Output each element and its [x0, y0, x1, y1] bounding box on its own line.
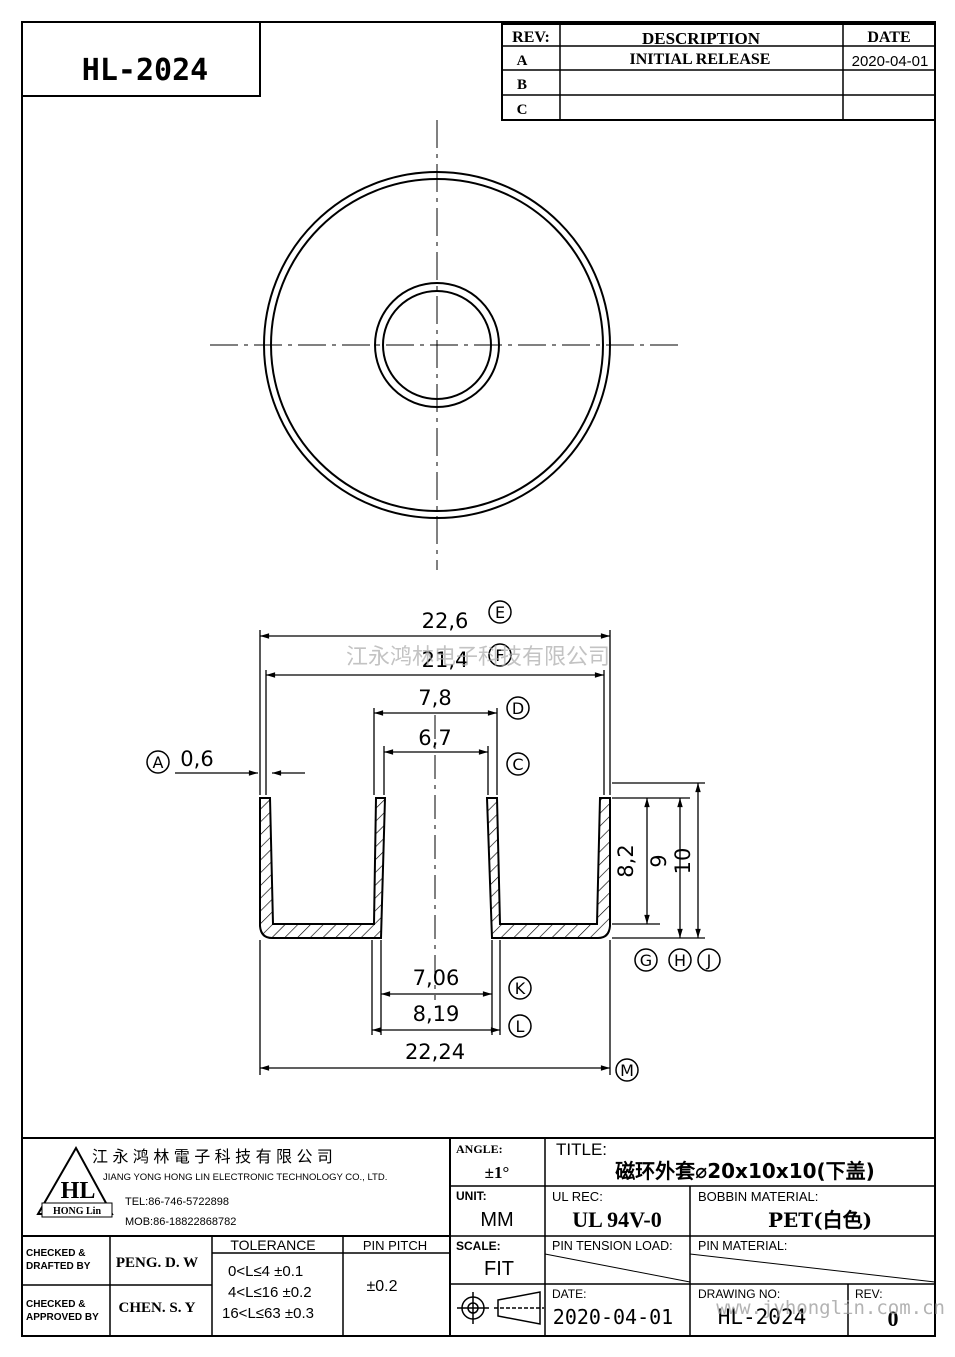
- ulrec-label: UL REC:: [552, 1189, 603, 1204]
- revision-table: REV: DESCRIPTION DATE A INITIAL RELEASE …: [501, 23, 936, 121]
- drawing-no-label: DRAWING NO:: [698, 1287, 780, 1301]
- dim-8-2: 8,2: [614, 844, 638, 877]
- svg-text:F: F: [495, 646, 504, 665]
- outer-frame: [21, 21, 936, 1337]
- date-value: 2020-04-01: [553, 1305, 673, 1329]
- svg-text:G: G: [640, 951, 652, 970]
- logo-honglin-text: HONG Lin: [53, 1206, 102, 1217]
- drawing-no-value: HL-2024: [718, 1305, 807, 1329]
- title-label: TITLE:: [556, 1140, 607, 1159]
- svg-text:K: K: [515, 979, 526, 998]
- balloon-k: K: [508, 976, 532, 1000]
- tolerance-row-1: 0<L≤4 ±0.1: [228, 1263, 303, 1280]
- rev-value: 0: [888, 1306, 899, 1331]
- ulrec-value: UL 94V-0: [572, 1207, 661, 1232]
- svg-text:L: L: [516, 1017, 525, 1036]
- checked-approved-value: CHEN. S. Y: [119, 1300, 196, 1316]
- balloon-h: H: [668, 948, 692, 972]
- rev-row-c: C: [517, 102, 528, 118]
- title-block: [22, 1137, 936, 1336]
- watermark-url: www.jyhonglin.com.cn: [716, 1297, 945, 1319]
- top-view: [210, 120, 678, 570]
- pin-material-label: PIN MATERIAL:: [698, 1239, 787, 1253]
- dimension-lines: [175, 630, 705, 1075]
- svg-text:E: E: [495, 603, 505, 622]
- dim-6-7: 6,7: [418, 726, 451, 750]
- balloon-l: L: [508, 1014, 532, 1038]
- rev-row-a: A: [517, 53, 528, 69]
- scale-label: SCALE:: [456, 1239, 501, 1253]
- tolerance-row-2: 4<L≤16 ±0.2: [228, 1284, 312, 1301]
- description-header: DESCRIPTION: [642, 29, 761, 48]
- dimension-texts: 22,6 21,4 7,8 6,7 0,6 8,2 9 10 7,06 8,19…: [180, 609, 695, 1064]
- dim-22-6: 22,6: [422, 609, 469, 633]
- unit-value: MM: [480, 1209, 513, 1231]
- checked-drafted-label: CHECKED &DRAFTED BY: [26, 1248, 91, 1272]
- checked-drafted-value: PENG. D. W: [116, 1255, 198, 1271]
- balloon-d: D: [506, 696, 530, 720]
- date-label: DATE:: [552, 1287, 586, 1301]
- watermark-company: 江永鸿林电子科技有限公司: [346, 645, 610, 670]
- angle-value: ±1°: [485, 1163, 510, 1182]
- section-view: [259, 715, 611, 1000]
- section-left-wall: [259, 797, 387, 939]
- balloon-j: J: [697, 948, 721, 972]
- pin-tension-label: PIN TENSION LOAD:: [552, 1239, 673, 1253]
- balloon-a: A: [146, 750, 170, 774]
- dim-21-4: 21,4: [422, 648, 469, 672]
- dim-22-24: 22,24: [405, 1040, 465, 1064]
- dim-0-6: 0,6: [180, 747, 213, 771]
- company-mob: MOB:86-18822868782: [125, 1216, 236, 1228]
- tolerance-label: TOLERANCE: [230, 1237, 315, 1253]
- dim-8-19: 8,19: [413, 1002, 460, 1026]
- svg-text:J: J: [706, 951, 712, 970]
- balloon-c: C: [506, 752, 530, 776]
- unit-label: UNIT:: [456, 1189, 487, 1203]
- dim-7-06: 7,06: [413, 966, 460, 990]
- title-value: 磁环外套⌀20x10x10(下盖): [615, 1159, 875, 1183]
- pin-pitch-value: ±0.2: [366, 1278, 397, 1295]
- balloon-f: F: [488, 643, 512, 667]
- svg-text:M: M: [620, 1061, 634, 1080]
- balloon-e: E: [488, 600, 512, 624]
- pin-pitch-label: PIN PITCH: [363, 1238, 427, 1253]
- bobbin-material-label: BOBBIN MATERIAL:: [698, 1189, 818, 1204]
- svg-text:A: A: [153, 753, 164, 772]
- tolerance-row-3: 16<L≤63 ±0.3: [222, 1305, 314, 1322]
- balloons: E F D C A G H J K L M: [146, 600, 721, 1082]
- drawing-number-title: HL-2024: [82, 53, 208, 88]
- svg-text:D: D: [512, 699, 524, 718]
- scale-value: FIT: [484, 1258, 514, 1280]
- logo-hl-text: HL: [61, 1178, 96, 1204]
- company-name-cn: 江 永 鸿 林 電 子 科 技 有 限 公 司: [92, 1148, 333, 1166]
- svg-text:H: H: [674, 951, 686, 970]
- rev-header: REV:: [512, 29, 550, 46]
- section-right-wall: [485, 797, 611, 939]
- checked-approved-label: CHECKED &APPROVED BY: [26, 1299, 99, 1323]
- company-tel: TEL:86-746-5722898: [125, 1196, 229, 1208]
- rev-label: REV:: [855, 1287, 883, 1301]
- company-name-en: JIANG YONG HONG LIN ELECTRONIC TECHNOLOG…: [103, 1172, 387, 1183]
- rev-row-a-description: INITIAL RELEASE: [630, 51, 771, 68]
- balloon-m: M: [615, 1058, 639, 1082]
- rev-row-b: B: [517, 77, 527, 93]
- bobbin-material-value: PET(白色): [768, 1208, 872, 1232]
- dim-10: 10: [671, 848, 695, 875]
- company-logo: HL HONG Lin: [36, 1145, 114, 1218]
- svg-text:C: C: [512, 755, 523, 774]
- drawing-number-box: HL-2024: [21, 21, 261, 97]
- dim-7-8: 7,8: [418, 686, 451, 710]
- date-header: DATE: [867, 29, 910, 46]
- angle-label: ANGLE:: [456, 1142, 503, 1156]
- balloon-g: G: [634, 948, 658, 972]
- dim-9: 9: [647, 854, 671, 867]
- rev-row-a-date: 2020-04-01: [852, 53, 929, 70]
- projection-symbol-icon: [457, 1291, 544, 1325]
